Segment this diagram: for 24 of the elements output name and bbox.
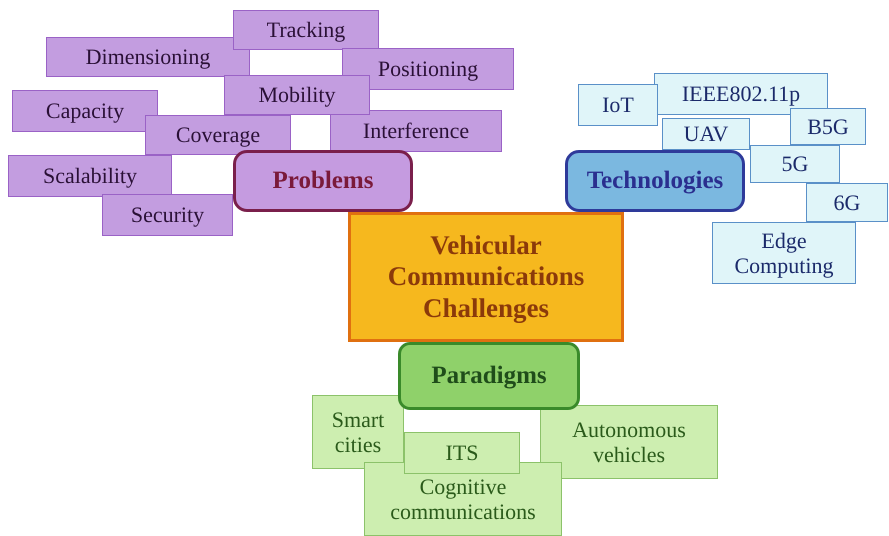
topic-box: ITS <box>404 432 520 474</box>
topic-box: Smart cities <box>312 395 404 469</box>
topic-box: 6G <box>806 183 888 222</box>
topic-box: Scalability <box>8 155 172 197</box>
topic-box: Interference <box>330 110 502 152</box>
topic-box: Capacity <box>12 90 158 132</box>
topic-box: UAV <box>662 118 750 150</box>
topic-box: Tracking <box>233 10 379 50</box>
topic-box: IoT <box>578 84 658 126</box>
topic-box: IEEE802.11p <box>654 73 828 115</box>
topic-box: Coverage <box>145 115 291 155</box>
topic-box: Cognitive communications <box>364 462 562 536</box>
topic-box: 5G <box>750 145 840 183</box>
category-box: Technologies <box>565 150 745 212</box>
topic-box: Edge Computing <box>712 222 856 284</box>
topic-box: Mobility <box>224 75 370 115</box>
topic-box: B5G <box>790 108 866 145</box>
topic-box: Positioning <box>342 48 514 90</box>
central-topic-box: Vehicular Communications Challenges <box>348 212 624 342</box>
category-box: Paradigms <box>398 342 580 410</box>
category-box: Problems <box>233 150 413 212</box>
topic-box: Dimensioning <box>46 37 250 77</box>
topic-box: Autonomous vehicles <box>540 405 718 479</box>
topic-box: Security <box>102 194 233 236</box>
